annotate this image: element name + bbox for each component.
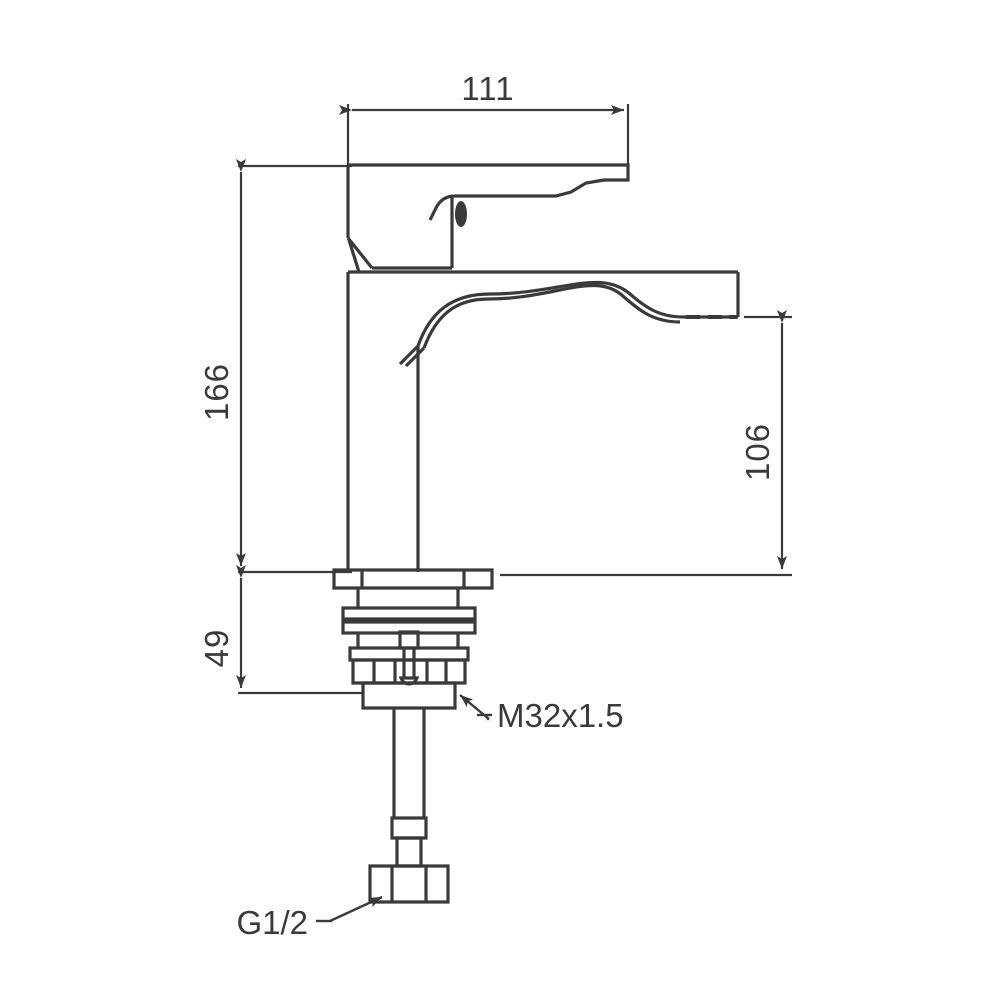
dimension-height-49 bbox=[236, 565, 364, 695]
faucet-outline-group bbox=[332, 163, 740, 904]
dimension-spout-height-106 bbox=[500, 310, 792, 577]
leader-arrow-g12 bbox=[329, 895, 383, 923]
lever-pivot-dot bbox=[455, 201, 467, 227]
dimension-height-166 bbox=[236, 159, 352, 574]
dimension-label-106: 106 bbox=[739, 423, 776, 481]
callout-label-m32: M32x1.5 bbox=[497, 697, 624, 734]
supply-shank-and-connector bbox=[368, 708, 450, 904]
dimension-label-111: 111 bbox=[461, 70, 514, 107]
dimension-width-111 bbox=[339, 104, 630, 168]
callout-leader-g12 bbox=[316, 895, 383, 923]
callout-leader-m32 bbox=[459, 694, 492, 721]
body-column-and-spout bbox=[346, 270, 740, 572]
lever-handle-block bbox=[346, 163, 630, 273]
deck-mounting-assembly bbox=[332, 568, 494, 710]
dimension-label-166: 166 bbox=[198, 363, 235, 421]
callout-label-g12: G1/2 bbox=[236, 904, 308, 941]
dimension-label-49: 49 bbox=[198, 629, 235, 668]
